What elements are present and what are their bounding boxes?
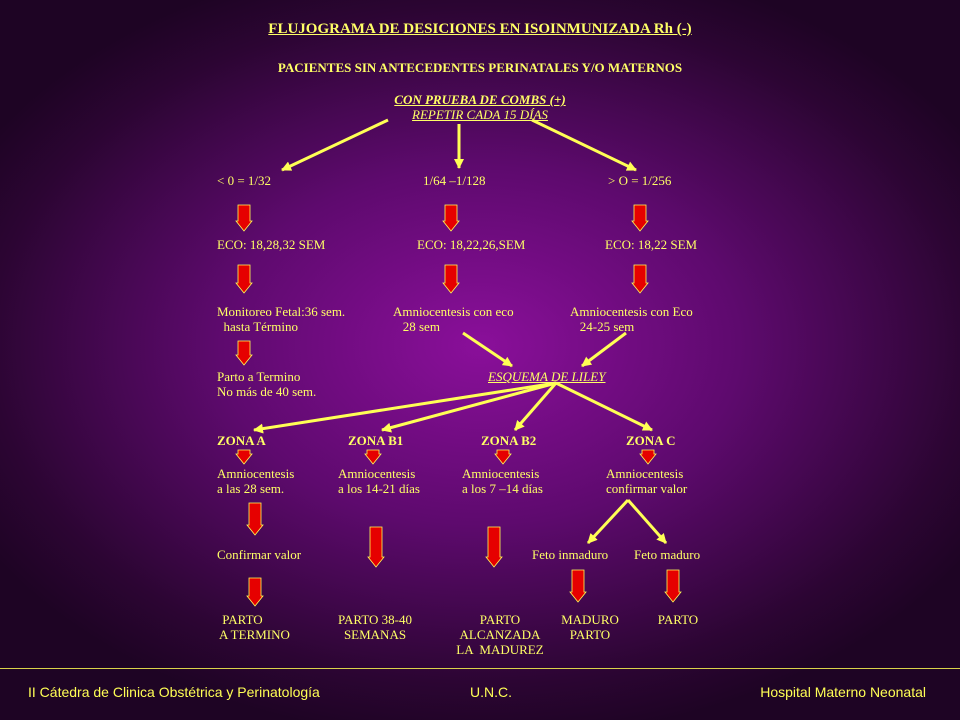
result-parto-termino: PARTO A TERMINO <box>219 612 290 642</box>
red-arrow-low-1 <box>235 204 253 232</box>
monitoreo-fetal: Monitoreo Fetal:36 sem. hasta Término <box>217 304 346 334</box>
zona-b2-amnio: Amniocentesis a los 7 –14 días <box>462 466 543 496</box>
arrow-liley-to-zona-b1 <box>381 381 557 433</box>
feto-maduro: Feto maduro <box>634 547 701 562</box>
red-arrow-low-2 <box>235 264 253 294</box>
amnio-eco-28: Amniocentesis con eco 28 sem <box>393 304 514 334</box>
zona-b2: ZONA B2 <box>481 433 537 448</box>
arrow-amnio24-to-liley <box>581 331 627 368</box>
red-arrow-zona-a-confirm <box>246 502 264 536</box>
zona-c-amnio: Amniocentesis confirmar valor <box>606 466 688 496</box>
zona-c: ZONA C <box>626 433 676 448</box>
titer-low: < 0 = 1/32 <box>217 173 272 188</box>
arrow-root-to-low <box>281 118 389 172</box>
amnio-eco-24: Amniocentesis con Eco 24-25 sem <box>570 304 693 334</box>
arrow-liley-to-zona-a <box>253 381 557 434</box>
zona-b1-amnio: Amniocentesis a los 14-21 días <box>338 466 420 496</box>
red-arrow-inmaduro-parto <box>569 569 587 603</box>
arrow-amnio28-to-liley <box>462 331 513 368</box>
red-arrow-high-2 <box>631 264 649 294</box>
arrow-root-to-high <box>531 118 637 172</box>
red-arrow-mid-2 <box>442 264 460 294</box>
footer-center: U.N.C. <box>470 684 512 700</box>
result-maduro-parto: MADURO PARTO <box>561 612 619 642</box>
red-arrow-mid-1 <box>442 204 460 232</box>
red-arrow-zona-b2-parto <box>485 526 503 568</box>
eco-low: ECO: 18,28,32 SEM <box>217 237 326 252</box>
result-parto-c: PARTO <box>657 612 699 627</box>
zona-a: ZONA A <box>217 433 266 448</box>
red-arrow-zona-c <box>639 449 657 465</box>
diagram-subtitle: PACIENTES SIN ANTECEDENTES PERINATALES Y… <box>277 60 683 75</box>
esquema-liley: ESQUEMA DE LILEY <box>488 369 606 384</box>
red-arrow-zona-b1 <box>364 449 382 465</box>
eco-high: ECO: 18,22 SEM <box>605 237 698 252</box>
red-arrow-low-3 <box>235 340 253 366</box>
titer-mid: 1/64 –1/128 <box>423 173 486 188</box>
red-arrow-high-1 <box>631 204 649 232</box>
footer-divider <box>0 668 960 669</box>
red-arrow-zona-b2 <box>494 449 512 465</box>
footer-left: II Cátedra de Clinica Obstétrica y Perin… <box>28 684 320 700</box>
arrow-zona-c-to-inmaduro <box>586 498 630 545</box>
diagram-title: FLUJOGRAMA DE DESICIONES EN ISOINMUNIZAD… <box>268 21 692 37</box>
root-line2: REPETIR CADA 15 DÍAS <box>412 107 548 122</box>
arrow-zona-c-to-maduro <box>626 499 668 544</box>
root-line1: CON PRUEBA DE COMBS (+) <box>394 92 566 107</box>
zona-b1: ZONA B1 <box>348 433 404 448</box>
result-parto-38-40: PARTO 38-40 SEMANAS <box>338 612 412 642</box>
titer-high: > O = 1/256 <box>608 173 672 188</box>
red-arrow-zona-b1-parto <box>367 526 385 568</box>
arrow-liley-to-zona-c <box>555 381 653 432</box>
confirmar-valor: Confirmar valor <box>217 547 302 562</box>
zona-a-amnio: Amniocentesis a las 28 sem. <box>217 466 295 496</box>
footer-right: Hospital Materno Neonatal <box>760 684 926 700</box>
parto-a-termino: Parto a Termino No más de 40 sem. <box>217 369 317 399</box>
red-arrow-maduro-parto <box>664 569 682 603</box>
result-parto-madurez: PARTO ALCANZADA LA MADUREZ <box>456 612 544 657</box>
eco-mid: ECO: 18,22,26,SEM <box>417 237 526 252</box>
red-arrow-confirm-parto <box>246 577 264 607</box>
red-arrow-zona-a <box>235 449 253 465</box>
arrow-liley-to-zona-b2 <box>513 382 558 431</box>
feto-inmaduro: Feto inmaduro <box>532 547 609 562</box>
